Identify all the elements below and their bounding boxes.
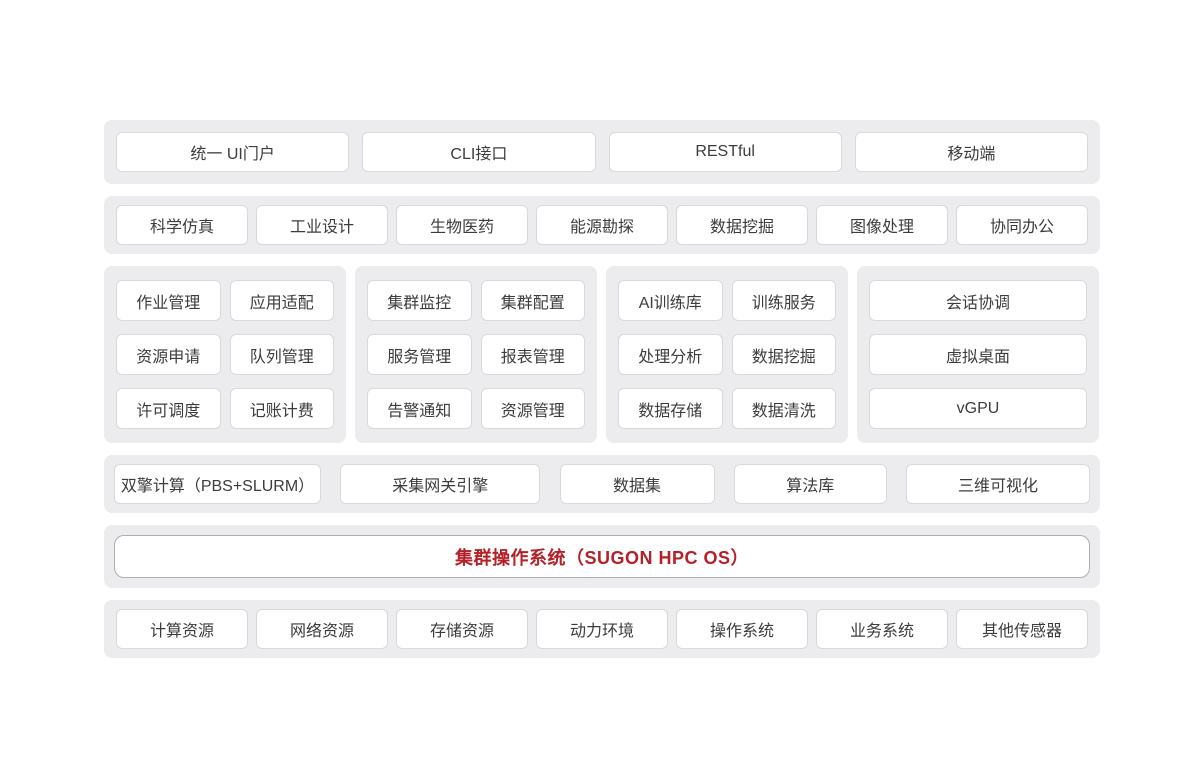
- session-panel: 会话协调 虚拟桌面 vGPU: [857, 266, 1099, 443]
- architecture-diagram: 统一 UI门户 CLI接口 RESTful 移动端 科学仿真 工业设计 生物医药…: [104, 120, 1100, 658]
- app-item-collaborative-office: 协同办公: [956, 205, 1088, 245]
- app-item-data-mining: 数据挖掘: [676, 205, 808, 245]
- app-item-industrial-design: 工业设计: [256, 205, 388, 245]
- application-layer-band: 科学仿真 工业设计 生物医药 能源勘探 数据挖掘 图像处理 协同办公: [104, 196, 1100, 254]
- module-queue-management: 队列管理: [229, 334, 334, 375]
- resource-operating-system: 操作系统: [676, 609, 808, 649]
- access-item-mobile: 移动端: [854, 132, 1088, 172]
- resource-network: 网络资源: [256, 609, 388, 649]
- access-item-restful: RESTful: [608, 132, 842, 172]
- resource-compute: 计算资源: [116, 609, 248, 649]
- module-cluster-configuration: 集群配置: [480, 280, 585, 321]
- module-session-coordination: 会话协调: [869, 280, 1087, 321]
- job-management-panel: 作业管理 应用适配 资源申请 队列管理 许可调度 记账计费: [104, 266, 346, 443]
- os-title: 集群操作系统（SUGON HPC OS）: [114, 535, 1090, 578]
- module-cluster-monitoring: 集群监控: [367, 280, 472, 321]
- module-training-service: 训练服务: [731, 280, 836, 321]
- module-ai-training-library: AI训练库: [618, 280, 723, 321]
- resource-other-sensors: 其他传感器: [956, 609, 1088, 649]
- module-data-storage: 数据存储: [618, 388, 723, 429]
- app-item-scientific-simulation: 科学仿真: [116, 205, 248, 245]
- module-app-adaptation: 应用适配: [229, 280, 334, 321]
- access-item-ui-portal: 统一 UI门户: [116, 132, 350, 172]
- module-vgpu: vGPU: [869, 388, 1087, 429]
- os-layer-band: 集群操作系统（SUGON HPC OS）: [104, 525, 1100, 588]
- module-alert-notification: 告警通知: [367, 388, 472, 429]
- engine-layer-band: 双擎计算（PBS+SLURM） 采集网关引擎 数据集 算法库 三维可视化: [104, 455, 1100, 513]
- resource-layer-band: 计算资源 网络资源 存储资源 动力环境 操作系统 业务系统 其他传感器: [104, 600, 1100, 658]
- resource-storage: 存储资源: [396, 609, 528, 649]
- module-processing-analysis: 处理分析: [618, 334, 723, 375]
- module-report-management: 报表管理: [480, 334, 585, 375]
- access-layer-band: 统一 UI门户 CLI接口 RESTful 移动端: [104, 120, 1100, 184]
- module-resource-management: 资源管理: [480, 388, 585, 429]
- engine-3d-visualization: 三维可视化: [906, 464, 1090, 504]
- module-license-scheduling: 许可调度: [116, 388, 221, 429]
- module-data-mining: 数据挖掘: [731, 334, 836, 375]
- app-item-biomedicine: 生物医药: [396, 205, 528, 245]
- module-service-management: 服务管理: [367, 334, 472, 375]
- module-resource-request: 资源申请: [116, 334, 221, 375]
- module-job-management: 作业管理: [116, 280, 221, 321]
- engine-dataset: 数据集: [559, 464, 715, 504]
- module-data-cleaning: 数据清洗: [731, 388, 836, 429]
- ai-data-panel: AI训练库 训练服务 处理分析 数据挖掘 数据存储 数据清洗: [606, 266, 848, 443]
- module-virtual-desktop: 虚拟桌面: [869, 334, 1087, 375]
- app-item-energy-exploration: 能源勘探: [536, 205, 668, 245]
- engine-algorithm-library: 算法库: [733, 464, 887, 504]
- engine-collection-gateway: 采集网关引擎: [340, 464, 541, 504]
- module-accounting-billing: 记账计费: [229, 388, 334, 429]
- cluster-management-panel: 集群监控 集群配置 服务管理 报表管理 告警通知 资源管理: [355, 266, 597, 443]
- modules-row: 作业管理 应用适配 资源申请 队列管理 许可调度 记账计费 集群监控 集群配置 …: [104, 266, 1100, 443]
- resource-power-environment: 动力环境: [536, 609, 668, 649]
- access-item-cli: CLI接口: [362, 132, 596, 172]
- engine-dual-scheduler: 双擎计算（PBS+SLURM）: [114, 464, 321, 504]
- app-item-image-processing: 图像处理: [816, 205, 948, 245]
- resource-business-system: 业务系统: [816, 609, 948, 649]
